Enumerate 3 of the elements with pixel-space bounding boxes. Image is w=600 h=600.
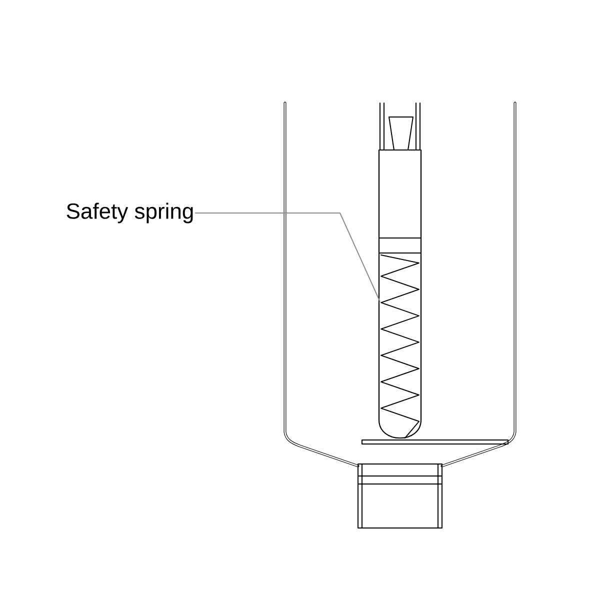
callout-label: Safety spring [66,202,193,224]
leader-line [194,212,380,302]
spring [380,254,420,438]
